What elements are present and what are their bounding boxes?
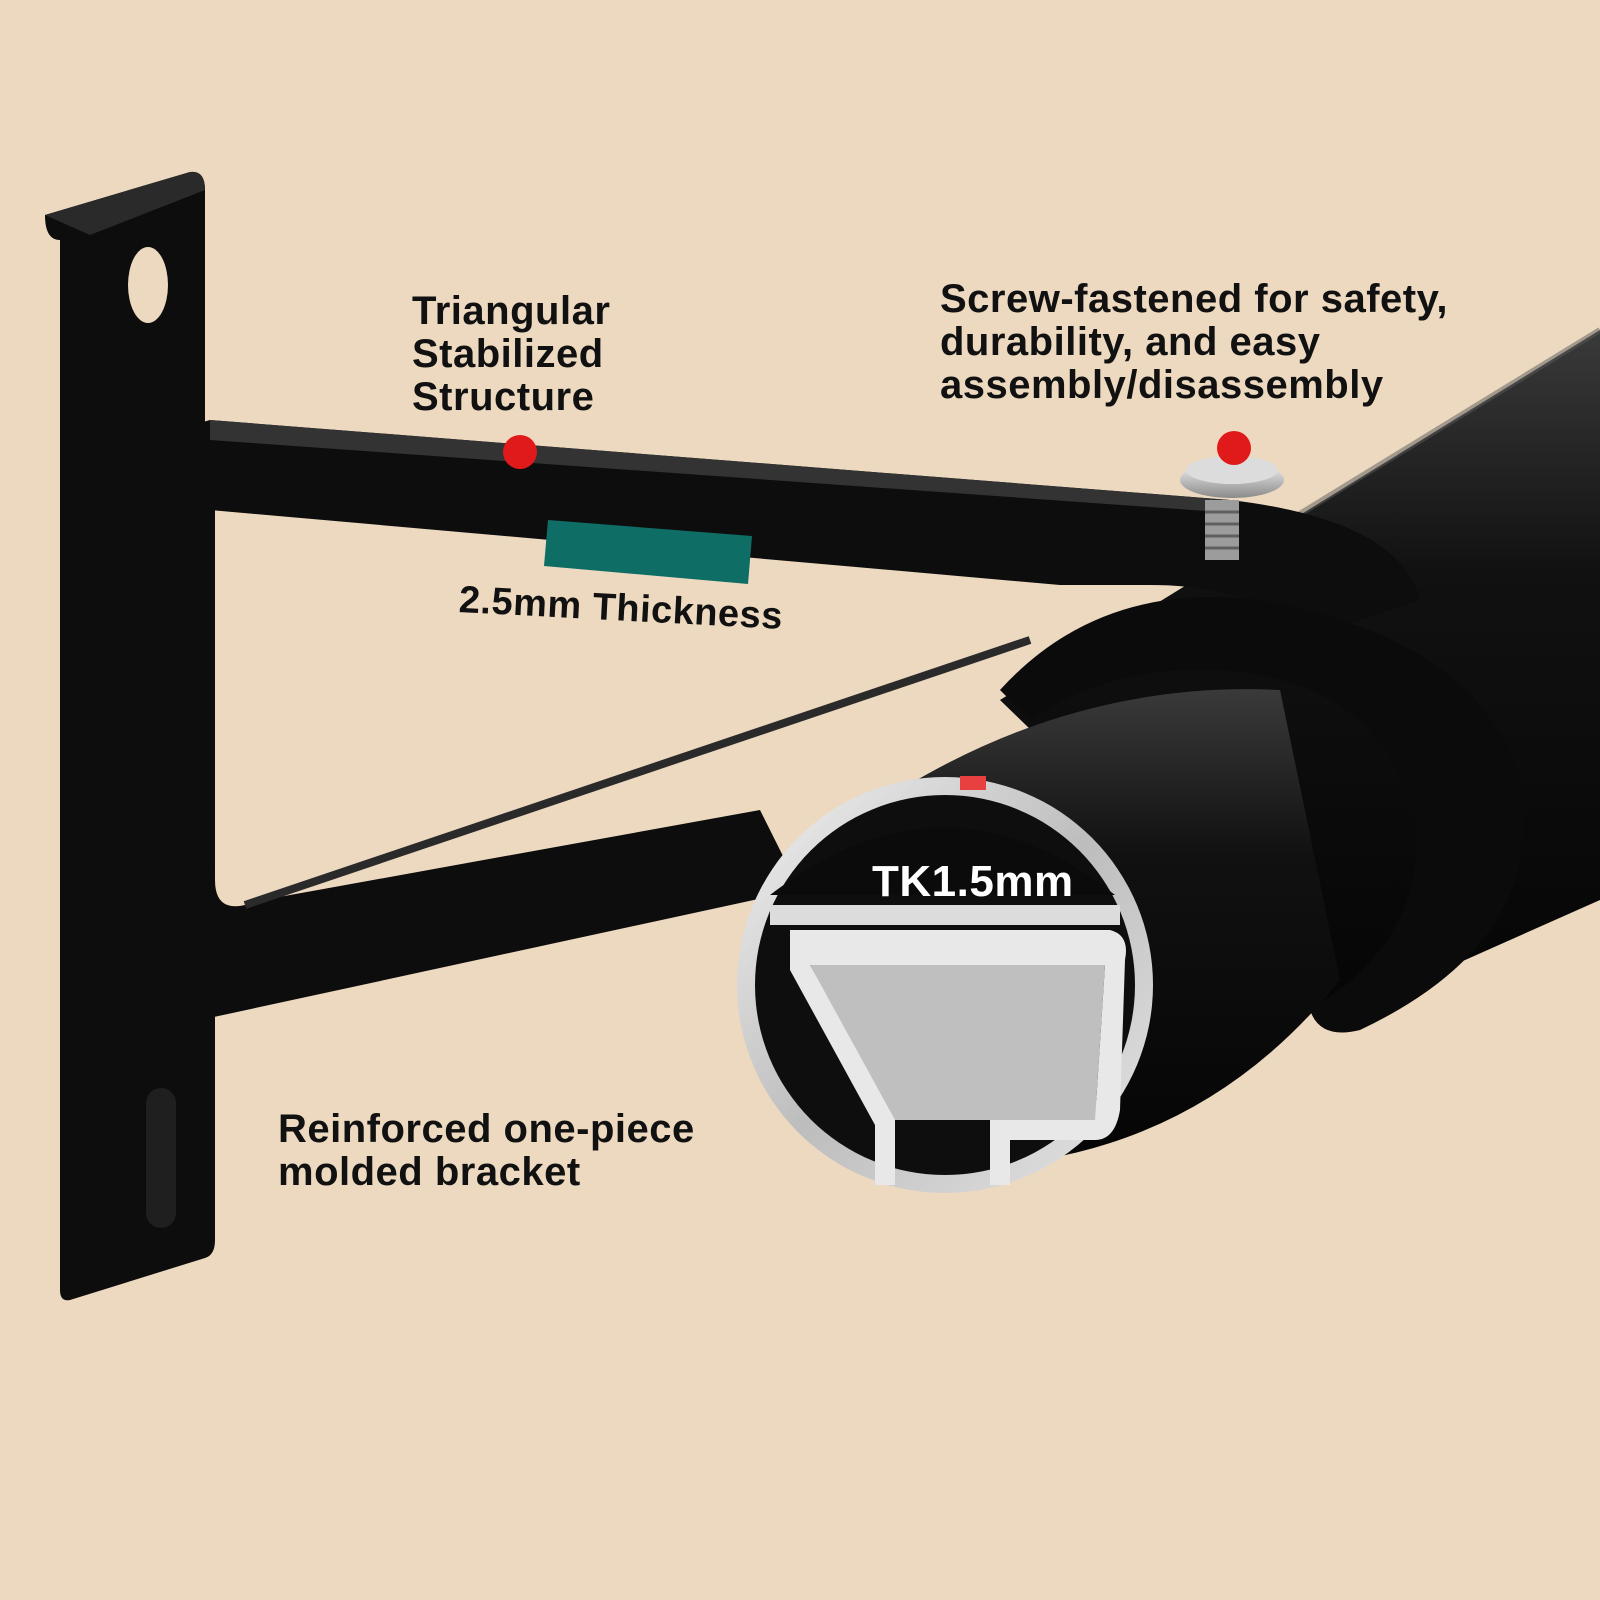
triangular-structure-label: Triangular Stabilized Structure	[412, 289, 611, 420]
wall-thickness-marker	[960, 776, 986, 790]
reinforced-line-1: Reinforced one-piece	[278, 1107, 695, 1151]
screw-line-2: durability, and easy	[940, 320, 1321, 365]
triangular-line-2: Stabilized	[412, 332, 604, 377]
triangular-marker-dot	[503, 435, 537, 469]
screw-line-3: assembly/disassembly	[940, 363, 1384, 408]
thickness-band	[544, 520, 752, 584]
mounting-slot-icon	[146, 1088, 176, 1228]
screw-icon	[1180, 456, 1284, 560]
lower-arm	[100, 510, 1047, 1030]
screw-line-1: Screw-fastened for safety,	[940, 277, 1448, 321]
mounting-hole-icon	[128, 247, 168, 323]
screw-fastened-label: Screw-fastened for safety, durability, a…	[940, 277, 1448, 408]
tk-thickness-label: TK1.5mm	[872, 857, 1074, 906]
reinforced-line-2: molded bracket	[278, 1150, 581, 1195]
rod-ring	[1000, 596, 1525, 1033]
rod-end-cap	[737, 689, 1340, 1193]
screw-marker-dot	[1217, 431, 1251, 465]
triangular-line-3: Structure	[412, 375, 595, 420]
triangular-line-1: Triangular	[412, 289, 611, 333]
reinforced-bracket-label: Reinforced one-piece molded bracket	[278, 1107, 695, 1195]
upper-arm	[90, 420, 1420, 640]
